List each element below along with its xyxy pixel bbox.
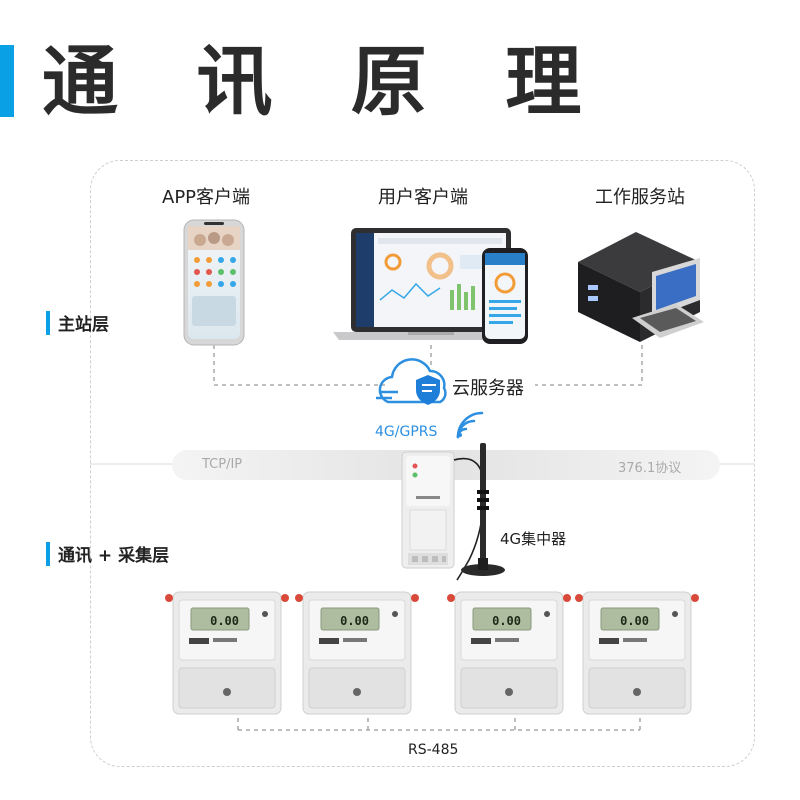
server-workstation-image [578,232,704,342]
rs485-bus-line [237,718,641,731]
layer-label-comm-text: 通讯 + 采集层 [58,546,170,566]
page-title: 通 讯 原 理 [42,37,608,126]
label-server-station: 工作服务站 [595,187,685,208]
wireless-signal-icon [456,411,484,439]
layer-marker [46,310,50,335]
label-app-client: APP客户端 [162,187,251,208]
meter-reading: 0.00 [492,614,521,628]
electric-meter: 0.00 [575,591,699,715]
meter-seal [295,594,303,602]
label-concentrator: 4G集中器 [500,530,567,548]
label-rs485: RS-485 [408,742,459,758]
cloud-icon [376,358,447,405]
electric-meter: 0.00 [295,591,419,715]
layer-label-master: 主站层 [46,310,109,335]
meter-seal [411,594,419,602]
meter-reading: 0.00 [340,614,369,628]
meter-seal [281,594,289,602]
layer-label-master-text: 主站层 [58,315,109,335]
app-phone-image [183,219,245,346]
user-phone-image [482,248,528,344]
label-cloud-server: 云服务器 [452,378,524,399]
electric-meter: 0.00 [447,591,571,715]
user-laptop-image [333,228,528,340]
meter-reading: 0.00 [620,614,649,628]
electric-meter: 0.00 [165,591,289,715]
meter-seal [563,594,571,602]
label-tcp-ip: TCP/IP [202,457,243,472]
label-user-client: 用户客户端 [378,187,468,208]
cloud-connectors [213,345,643,386]
layer-marker [46,541,50,566]
label-protocol: 376.1协议 [618,461,682,476]
meter-seal [691,594,699,602]
concentrator-device-image [401,451,455,569]
meter-seal [447,594,455,602]
meter-seal [575,594,583,602]
meter-reading: 0.00 [210,614,239,628]
layer-label-comm: 通讯 + 采集层 [46,541,169,566]
antenna-image [453,443,505,581]
meter-seal [165,594,173,602]
title-accent-bar [0,45,14,117]
label-wireless-link: 4G/GPRS [375,424,438,440]
